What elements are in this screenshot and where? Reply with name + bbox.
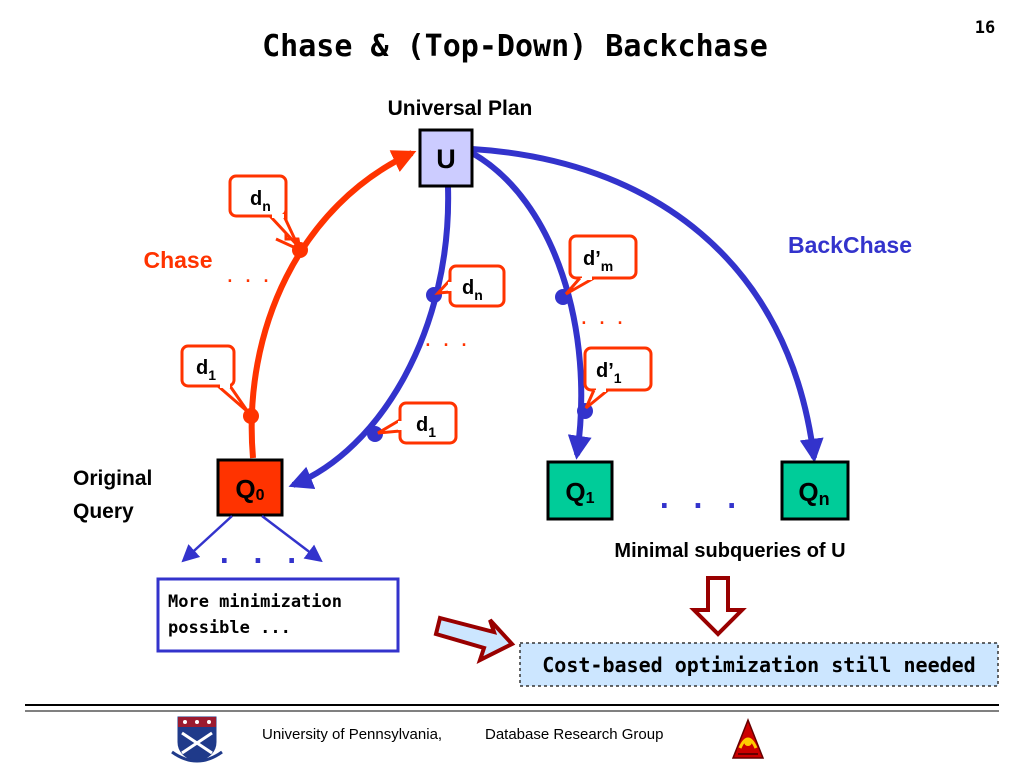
path2-dm-base: d’: [583, 248, 601, 270]
q0-ellipsis: . . .: [216, 537, 300, 570]
footer-university: University of Pennsylvania,: [262, 726, 442, 743]
q1-box: [546, 460, 614, 521]
path2-ellipsis: . . .: [579, 310, 624, 328]
penn-shield-icon: [171, 716, 223, 763]
backchase-label: BackChase: [788, 232, 912, 258]
q1-sub: 1: [586, 490, 595, 507]
callout-chase-dn: dn: [228, 174, 302, 253]
more-minimization-box: [156, 577, 400, 653]
svg-text:d’m: d’m: [583, 248, 613, 274]
chase-d1-base: d: [196, 357, 208, 379]
chase-ellipsis: . . .: [225, 268, 270, 286]
path1-d1-sub: 1: [428, 424, 436, 440]
q0-branch-left-arrow: [181, 515, 233, 563]
path1-dn-sub: n: [474, 287, 483, 303]
subqueries-ellipsis: . . .: [656, 482, 740, 515]
block-arrow-down: [689, 576, 747, 637]
slide-title: Chase & (Top-Down) Backchase: [262, 29, 768, 64]
cost-based-box: [519, 642, 999, 687]
callout-chase-d1: d1: [180, 344, 250, 414]
svg-text:Q1: Q1: [565, 477, 594, 507]
backchase-arrow-to-qn: [471, 146, 824, 463]
cost-based-text: Cost-based optimization still needed: [542, 653, 975, 677]
universal-plan-label: Universal Plan: [388, 97, 533, 120]
callout-path1-d1: d1: [377, 401, 458, 445]
chase-dn-base: d: [250, 188, 262, 210]
path1-dn-base: d: [462, 277, 474, 299]
path2-d1-base: d’: [596, 360, 614, 382]
original-query-label-line1: Original: [73, 467, 152, 490]
svg-text:d’1: d’1: [596, 360, 622, 386]
callout-path1-dn: dn: [434, 264, 506, 308]
block-arrow-right: [433, 615, 516, 664]
u-box: [418, 128, 474, 188]
footer-group: Database Research Group: [485, 726, 663, 743]
qn-sub: n: [819, 489, 830, 509]
u-box-label: U: [436, 144, 456, 174]
backchase-path1-point-d1: [367, 426, 383, 442]
q0-sub: 0: [256, 487, 265, 504]
more-minimization-line1: More minimization: [168, 592, 342, 612]
svg-text:dn: dn: [462, 277, 483, 303]
svg-text:d1: d1: [416, 414, 436, 440]
q0-branch-right-arrow: [261, 515, 323, 563]
path1-d1-base: d: [416, 414, 428, 436]
chase-arrow: [248, 150, 417, 459]
path2-dm-sub: m: [601, 258, 613, 274]
path2-d1-sub: 1: [614, 370, 622, 386]
qn-box: [780, 460, 850, 521]
callout-path2-dm: d’m: [564, 234, 638, 296]
db-group-logo-icon: [731, 717, 765, 759]
qn-base: Q: [798, 477, 818, 507]
more-minimization-line2: possible ...: [168, 618, 291, 638]
backchase-arrow-to-q0: [288, 186, 452, 489]
chase-dn-sub: n: [262, 198, 271, 214]
chase-label: Chase: [143, 247, 212, 273]
minimal-subqueries-label: Minimal subqueries of U: [614, 540, 845, 562]
q0-box: [216, 458, 284, 517]
original-query-label-line2: Query: [73, 500, 134, 523]
callout-path2-d1: d’1: [583, 346, 653, 410]
q1-base: Q: [565, 477, 585, 507]
svg-text:Qn: Qn: [798, 477, 829, 509]
page-number: 16: [975, 18, 995, 38]
svg-text:d1: d1: [196, 357, 216, 383]
path1-ellipsis: . . .: [423, 332, 468, 350]
svg-text:Q0: Q0: [235, 474, 264, 504]
chase-d1-sub: 1: [208, 367, 216, 383]
svg-text:dn: dn: [250, 188, 271, 214]
q0-base: Q: [235, 474, 255, 504]
